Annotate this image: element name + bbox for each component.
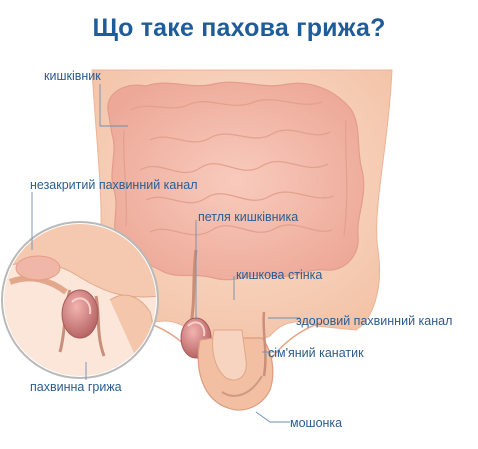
label-spermatic-cord: сім'яний канатик	[268, 346, 364, 360]
label-intestine: кишківник	[44, 69, 101, 83]
label-inguinal-hernia: пахвинна грижа	[30, 380, 122, 394]
label-intestinal-wall: кишкова стінка	[236, 268, 323, 282]
label-healthy-inguinal-canal: здоровий пахвинний канал	[296, 314, 453, 328]
label-scrotum: мошонка	[290, 416, 343, 430]
label-open-inguinal-canal: незакритий пахвинний канал	[30, 178, 198, 192]
page-title: Що таке пахова грижа?	[92, 14, 386, 42]
leader-lines	[31, 84, 300, 423]
label-intestine-loop: петля кишківника	[198, 210, 299, 224]
